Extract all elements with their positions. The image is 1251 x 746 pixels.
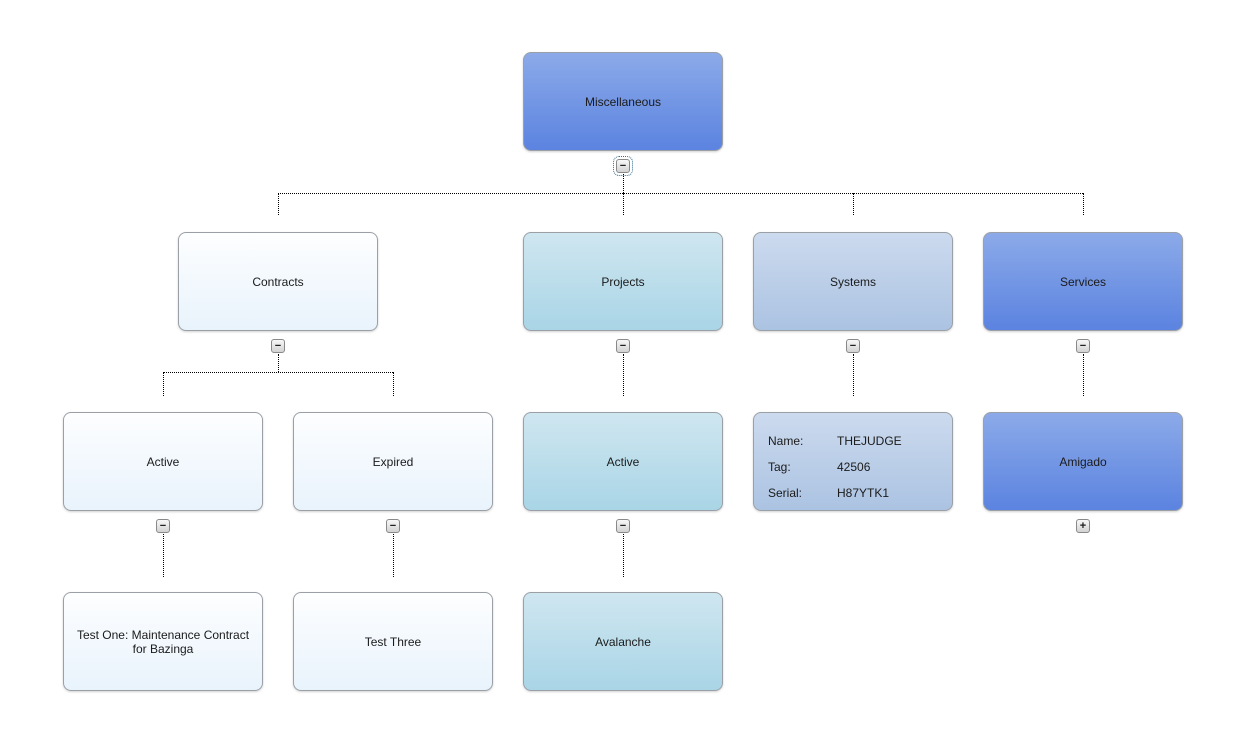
- collapse-button-services[interactable]: −: [1076, 339, 1090, 353]
- record-field-label: Tag:: [768, 460, 791, 474]
- tree-connector-vertical: [163, 534, 164, 577]
- collapse-button-contracts-expired[interactable]: −: [386, 519, 400, 533]
- node-label: Amigado: [1059, 454, 1107, 469]
- record-row: Serial: H87YTK1: [768, 480, 942, 506]
- node-label: Expired: [372, 454, 414, 469]
- node-test-one[interactable]: Test One: Maintenance Contract for Bazin…: [63, 592, 263, 691]
- tree-connector-vertical: [853, 193, 854, 215]
- expand-button-amigado[interactable]: +: [1076, 519, 1090, 533]
- record-row: Tag: 42506: [768, 454, 942, 480]
- node-label: Active: [146, 454, 180, 469]
- record-field-value: H87YTK1: [837, 486, 890, 500]
- record-field-value: THEJUDGE: [837, 434, 902, 448]
- node-label: Contracts: [252, 274, 304, 289]
- node-projects[interactable]: Projects: [523, 232, 723, 331]
- collapse-button-contracts-active[interactable]: −: [156, 519, 170, 533]
- node-label: Projects: [601, 274, 645, 289]
- node-contracts-active[interactable]: Active: [63, 412, 263, 511]
- node-contracts-expired[interactable]: Expired: [293, 412, 493, 511]
- record-row: Name: THEJUDGE: [768, 428, 942, 454]
- tree-connector-vertical: [623, 193, 624, 215]
- tree-connector-vertical: [393, 372, 394, 396]
- node-label: Services: [1059, 274, 1106, 289]
- node-label: Miscellaneous: [584, 94, 662, 109]
- record-field-label: Name:: [768, 434, 804, 448]
- collapse-button-systems[interactable]: −: [846, 339, 860, 353]
- tree-connector-vertical: [623, 534, 624, 577]
- tree-connector-vertical: [623, 354, 624, 396]
- tree-connector-vertical: [163, 372, 164, 396]
- record-field-label: Serial:: [768, 486, 803, 500]
- tree-connector-vertical: [1083, 193, 1084, 215]
- tree-connector-vertical: [853, 354, 854, 396]
- node-miscellaneous[interactable]: Miscellaneous: [523, 52, 723, 151]
- tree-connector-vertical: [1083, 354, 1084, 396]
- node-label: Test Three: [364, 634, 422, 649]
- collapse-button-miscellaneous[interactable]: −: [613, 156, 633, 176]
- node-test-three[interactable]: Test Three: [293, 592, 493, 691]
- node-amigado[interactable]: Amigado: [983, 412, 1183, 511]
- node-contracts[interactable]: Contracts: [178, 232, 378, 331]
- node-label: Systems: [829, 274, 876, 289]
- collapse-button-projects-active[interactable]: −: [616, 519, 630, 533]
- node-services[interactable]: Services: [983, 232, 1183, 331]
- node-projects-active[interactable]: Active: [523, 412, 723, 511]
- node-label: Test One: Maintenance Contract for Bazin…: [76, 627, 250, 656]
- node-label: Active: [606, 454, 640, 469]
- node-label: Avalanche: [595, 634, 651, 649]
- tree-connector-vertical: [278, 354, 279, 372]
- node-systems[interactable]: Systems: [753, 232, 953, 331]
- tree-connector-vertical: [623, 174, 624, 193]
- tree-connector-horizontal: [278, 193, 1083, 194]
- tree-connector-horizontal: [163, 372, 393, 373]
- tree-connector-vertical: [278, 193, 279, 215]
- collapse-button-contracts[interactable]: −: [271, 339, 285, 353]
- collapse-button-projects[interactable]: −: [616, 339, 630, 353]
- tree-connector-vertical: [393, 534, 394, 577]
- record-field-value: 42506: [837, 460, 871, 474]
- node-avalanche[interactable]: Avalanche: [523, 592, 723, 691]
